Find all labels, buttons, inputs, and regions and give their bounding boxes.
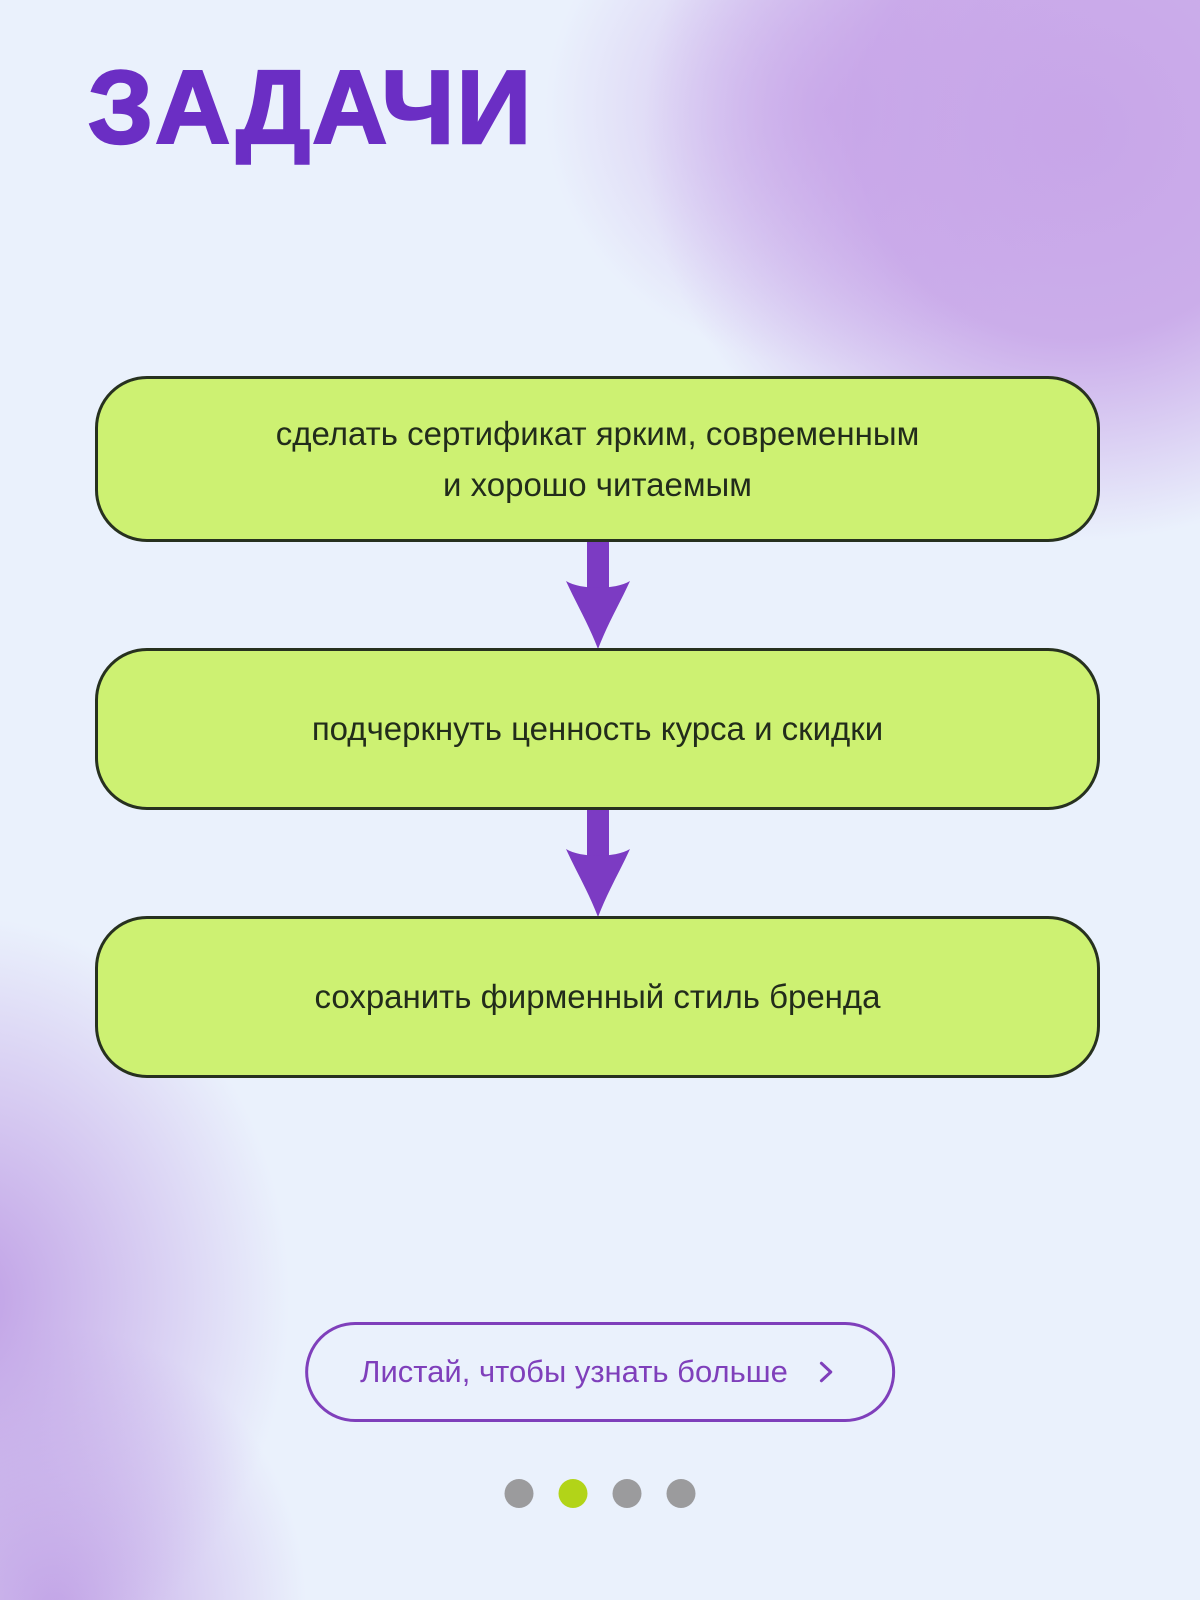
pagination-dot[interactable]	[504, 1479, 534, 1508]
pagination	[504, 1479, 696, 1508]
task-card-2-text: подчеркнуть ценность курса и скидки	[311, 710, 884, 748]
pagination-dot[interactable]	[666, 1479, 696, 1508]
task-card-1: сделать сертификат ярким, современным и …	[95, 376, 1100, 542]
arrow-down-icon	[566, 809, 630, 917]
pagination-dot[interactable]	[612, 1479, 642, 1508]
arrow-down-icon	[566, 541, 630, 649]
task-card-3: сохранить фирменный стиль бренда	[95, 916, 1100, 1078]
task-card-1-text: сделать сертификат ярким, современным и …	[275, 414, 920, 503]
task-card-2: подчеркнуть ценность курса и скидки	[95, 648, 1100, 810]
page-title: ЗАДАЧИ	[87, 50, 534, 166]
pagination-dot-active[interactable]	[558, 1479, 588, 1508]
task-card-3-text: сохранить фирменный стиль бренда	[314, 978, 881, 1016]
cta-label: Листай, чтобы узнать больше	[360, 1354, 788, 1389]
chevron-right-icon	[819, 1361, 832, 1383]
swipe-cta-button[interactable]: Листай, чтобы узнать больше	[305, 1322, 895, 1422]
